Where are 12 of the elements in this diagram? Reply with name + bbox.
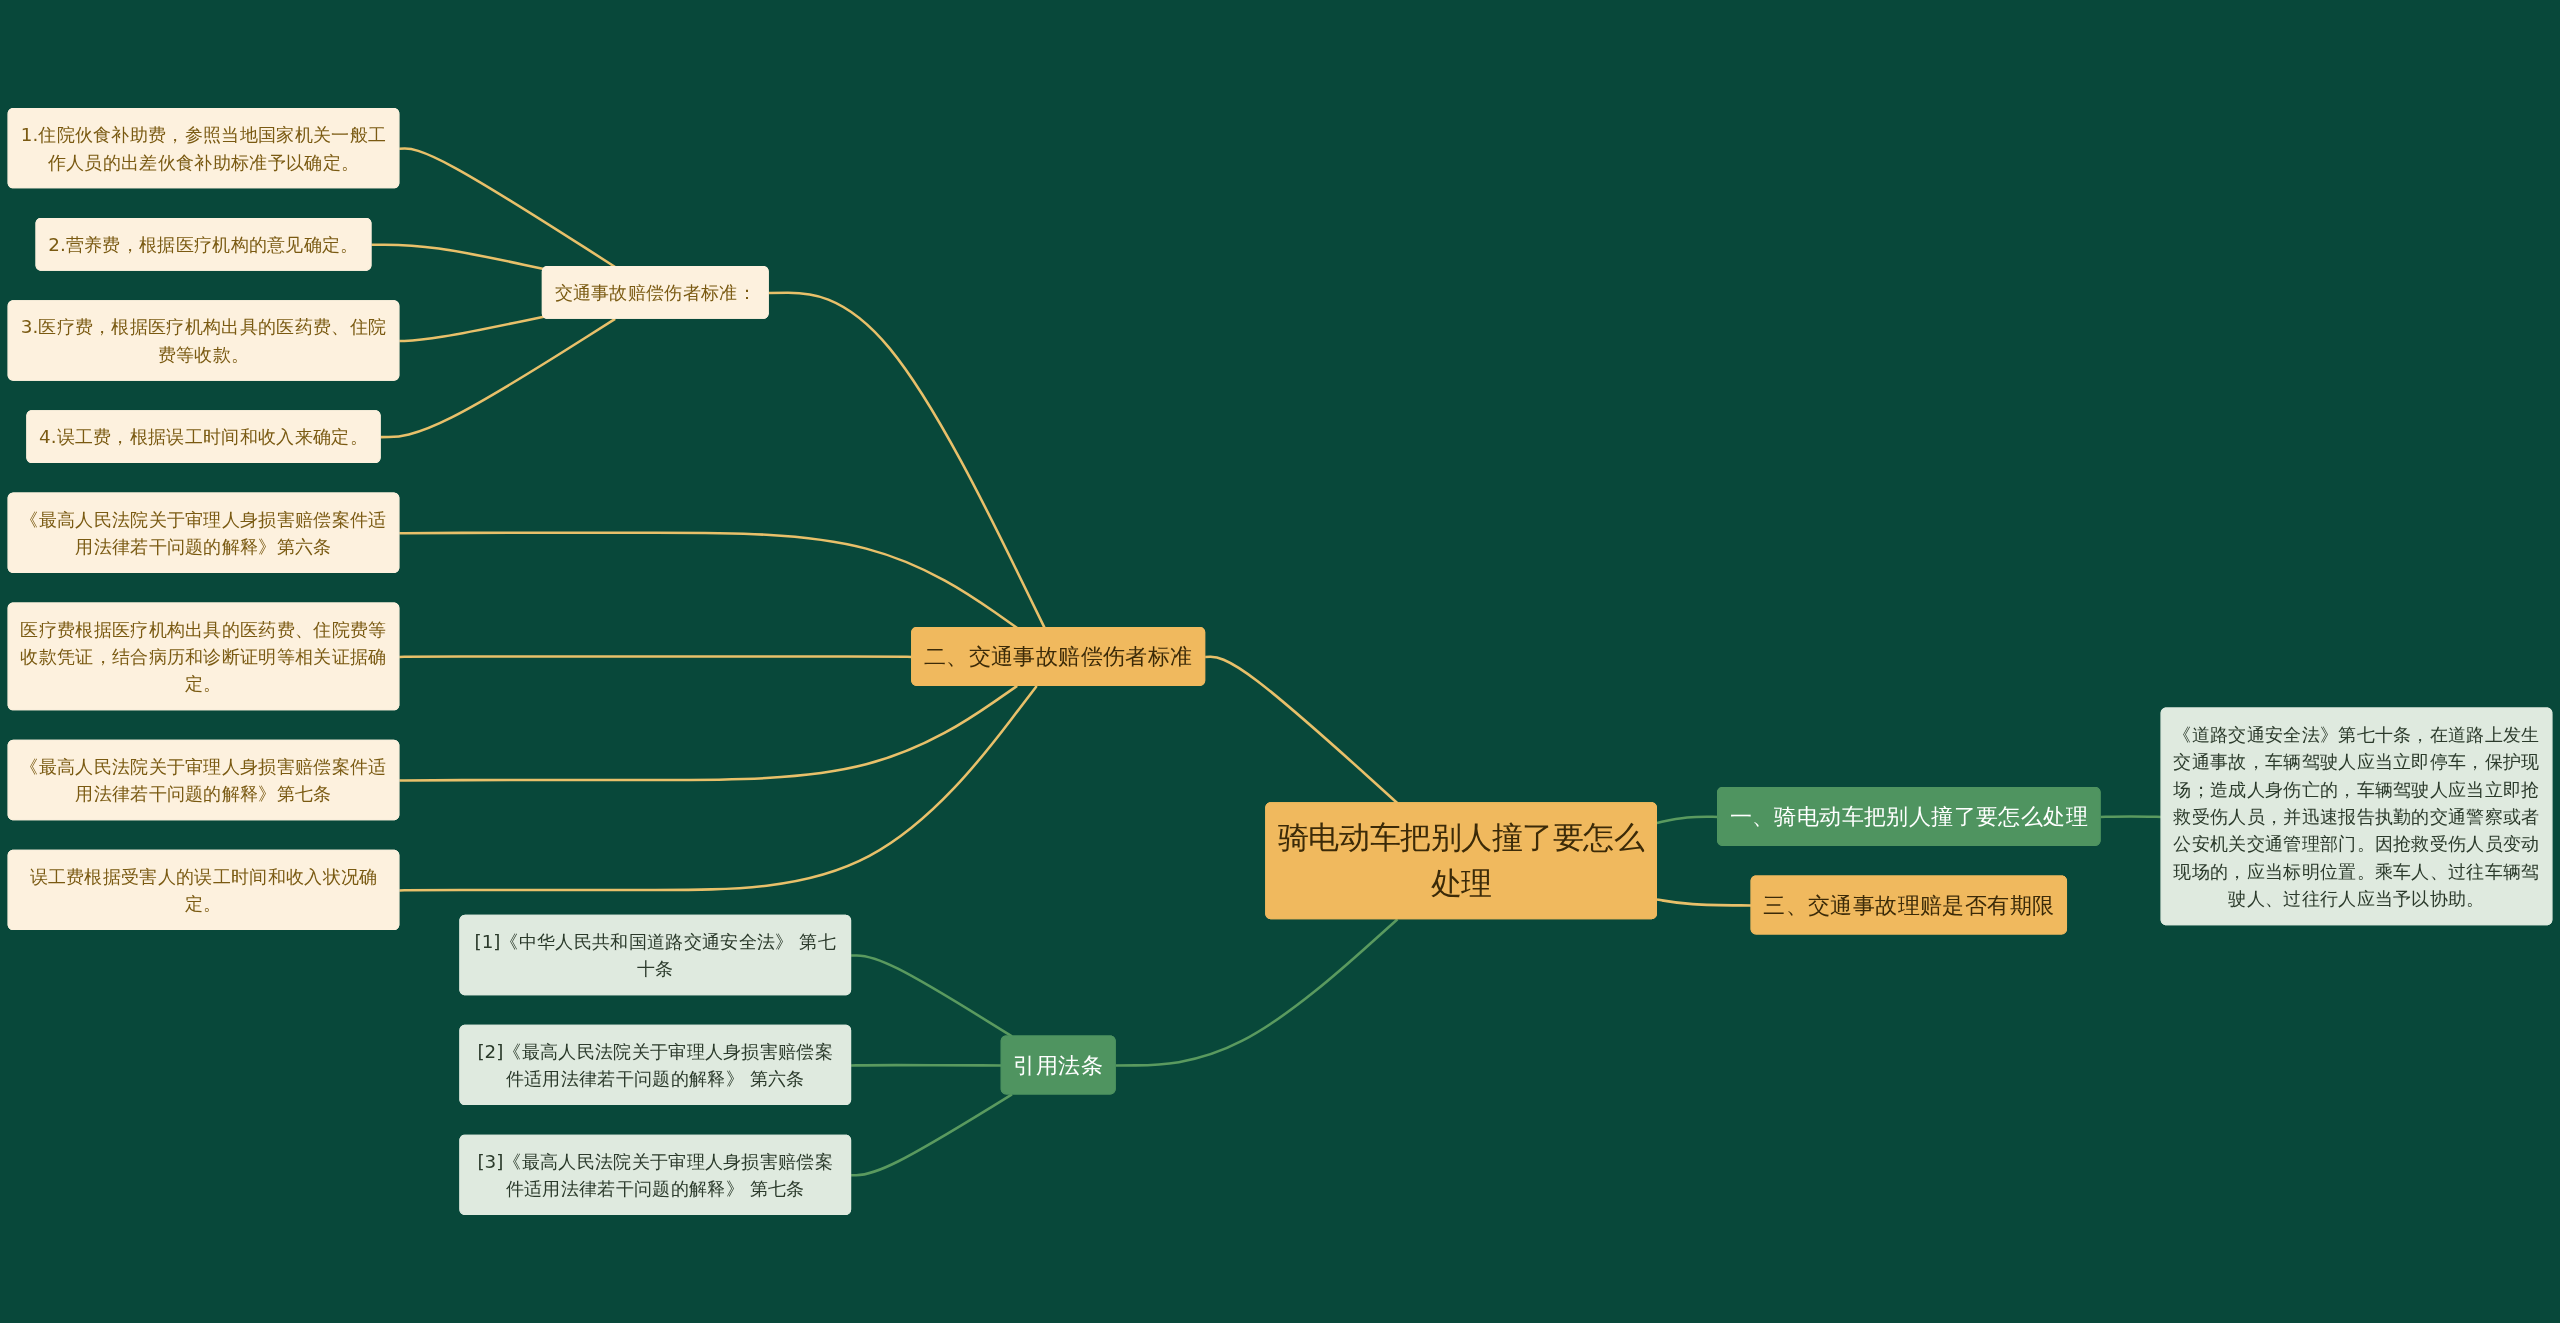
connector	[399, 531, 1018, 629]
connector	[1656, 898, 1752, 907]
connector	[371, 243, 545, 271]
connector	[851, 1063, 1002, 1067]
connector	[2100, 815, 2162, 819]
connector	[1115, 918, 1399, 1067]
connector	[851, 1093, 1013, 1177]
connector	[399, 315, 545, 343]
connector	[768, 291, 1046, 629]
connector	[399, 684, 1018, 782]
connector	[399, 685, 1038, 892]
connector	[380, 317, 616, 439]
